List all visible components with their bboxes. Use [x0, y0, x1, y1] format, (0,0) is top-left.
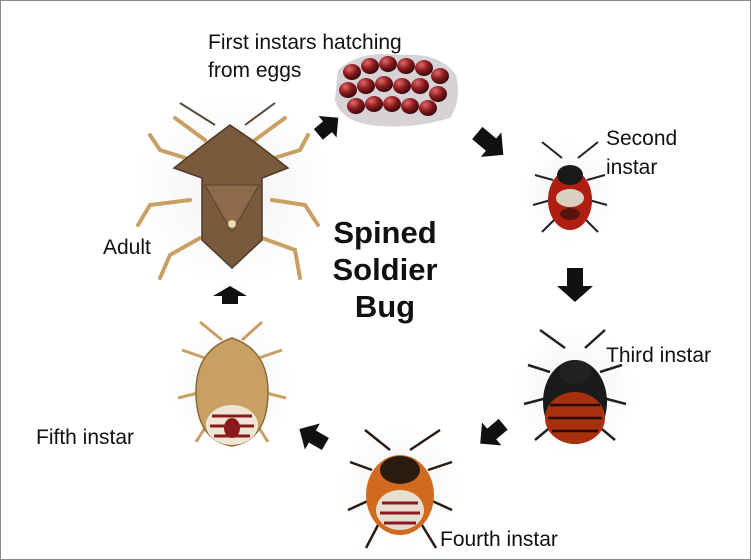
label-second-instar-line2: instar [606, 155, 657, 180]
fifth-instar-image [170, 317, 294, 453]
arrow-icon [213, 286, 247, 304]
adult-bug-image [132, 94, 332, 286]
egg-cluster-image [335, 54, 458, 126]
label-first-instars-line2: from eggs [208, 58, 301, 83]
arrow-icon [467, 121, 514, 167]
label-third-instar: Third instar [606, 343, 711, 368]
label-adult: Adult [103, 235, 151, 260]
label-fifth-instar: Fifth instar [36, 425, 134, 450]
arrow-icon [471, 413, 513, 455]
label-first-instars-line1: First instars hatching [208, 30, 402, 55]
label-fourth-instar: Fourth instar [440, 527, 558, 552]
arrow-icon [557, 268, 593, 302]
second-instar-image [522, 140, 618, 244]
arrow-icon [292, 416, 333, 457]
label-second-instar-line1: Second [606, 126, 677, 151]
